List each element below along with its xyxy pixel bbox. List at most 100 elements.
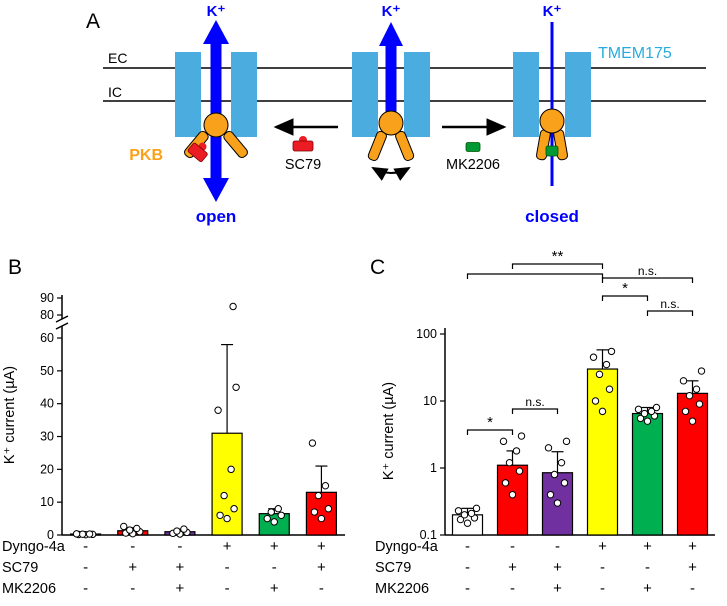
- data-point: [557, 458, 566, 467]
- data-point: [310, 508, 319, 516]
- mk2206-bound-icon: [545, 145, 559, 157]
- bar: [211, 432, 243, 536]
- condition-value: -: [690, 580, 695, 597]
- y-tick-label: 80: [40, 308, 54, 322]
- channel-open: [175, 52, 257, 137]
- condition-value: -: [510, 538, 515, 555]
- y-axis-label: K⁺ current (µA): [2, 366, 18, 464]
- data-point: [277, 511, 285, 520]
- sc79-label: SC79: [285, 157, 321, 173]
- bar: [631, 412, 664, 536]
- data-point: [229, 302, 237, 311]
- condition-value: +: [508, 559, 517, 576]
- data-point: [274, 505, 282, 513]
- condition-value: -: [130, 580, 135, 597]
- significance-label: **: [552, 248, 564, 265]
- condition-value: +: [317, 559, 326, 576]
- data-point: [223, 514, 231, 523]
- data-point: [214, 406, 222, 414]
- significance-bracket: [601, 277, 694, 283]
- panel-letter: B: [8, 256, 22, 279]
- y-tick-label: 1: [430, 461, 437, 475]
- pkb-open: [184, 112, 248, 162]
- significance-label: n.s.: [638, 264, 657, 278]
- data-point: [550, 470, 559, 479]
- data-point: [546, 490, 555, 499]
- y-tick-label: 0.1: [420, 528, 437, 542]
- panel-b-chart: BK⁺ current (µA)01020304050608090Dyngo-4…: [2, 256, 345, 597]
- data-point: [321, 482, 330, 490]
- data-point: [562, 437, 571, 446]
- condition-value: -: [465, 538, 470, 555]
- data-point: [647, 407, 656, 416]
- condition-value: -: [319, 580, 324, 597]
- condition-value: -: [177, 538, 182, 555]
- data-point: [173, 527, 181, 535]
- data-point: [317, 514, 326, 523]
- axis-break-mark: [55, 315, 69, 323]
- condition-value: -: [465, 580, 470, 597]
- data-point: [517, 432, 526, 440]
- data-point: [512, 447, 521, 455]
- mk2206-label: MK2206: [446, 157, 500, 173]
- data-point: [324, 505, 333, 513]
- condition-value: +: [223, 538, 232, 555]
- data-point: [544, 444, 553, 452]
- data-point: [308, 439, 317, 447]
- condition-value: +: [553, 580, 562, 597]
- pkb-closed: [536, 108, 568, 161]
- data-point: [454, 507, 463, 515]
- data-point: [589, 353, 598, 361]
- condition-value: +: [688, 538, 697, 555]
- data-point: [85, 530, 94, 538]
- data-point: [515, 467, 524, 475]
- y-tick-label: 0: [47, 528, 54, 542]
- condition-value: -: [225, 580, 230, 597]
- data-point: [695, 400, 704, 408]
- significance-bracket: [601, 295, 649, 301]
- data-point: [508, 490, 517, 499]
- y-tick-label: 60: [40, 331, 54, 345]
- data-point: [591, 397, 600, 405]
- bar: [496, 464, 529, 536]
- data-point: [602, 360, 611, 369]
- significance-bracket: [646, 310, 694, 316]
- y-tick-label: 20: [40, 462, 54, 476]
- condition-value: +: [317, 538, 326, 555]
- sc79-free-icon: [292, 136, 314, 152]
- data-point: [467, 509, 476, 518]
- data-point: [220, 491, 228, 500]
- condition-value: -: [272, 559, 277, 576]
- data-point: [697, 367, 706, 375]
- data-point: [463, 519, 472, 527]
- condition-value: -: [465, 559, 470, 576]
- significance-bracket: [466, 429, 514, 435]
- data-point: [607, 347, 616, 356]
- data-point: [232, 383, 240, 391]
- panel-letter: C: [370, 256, 385, 279]
- y-axis-label: K⁺ current (µA): [381, 382, 397, 480]
- data-point: [685, 391, 694, 400]
- data-point: [688, 417, 697, 425]
- condition-value: +: [128, 559, 137, 576]
- condition-row-label: MK2206: [2, 581, 56, 597]
- significance-bracket: [511, 408, 559, 414]
- data-point: [605, 385, 614, 393]
- ec-label: EC: [108, 50, 127, 66]
- open-state-label: open: [196, 207, 237, 226]
- axis-break-mark: [55, 322, 69, 330]
- condition-value: -: [83, 538, 88, 555]
- data-point: [133, 524, 141, 533]
- data-point: [560, 479, 569, 487]
- data-point: [652, 403, 661, 412]
- condition-value: -: [600, 559, 605, 576]
- bar: [586, 368, 619, 536]
- condition-value: +: [598, 538, 607, 555]
- data-point: [553, 499, 562, 507]
- condition-value: +: [270, 580, 279, 597]
- k-plus-label-right: K⁺: [543, 3, 562, 20]
- y-tick-label: 30: [40, 430, 54, 444]
- data-point: [472, 504, 481, 513]
- closed-state-label: closed: [525, 207, 579, 226]
